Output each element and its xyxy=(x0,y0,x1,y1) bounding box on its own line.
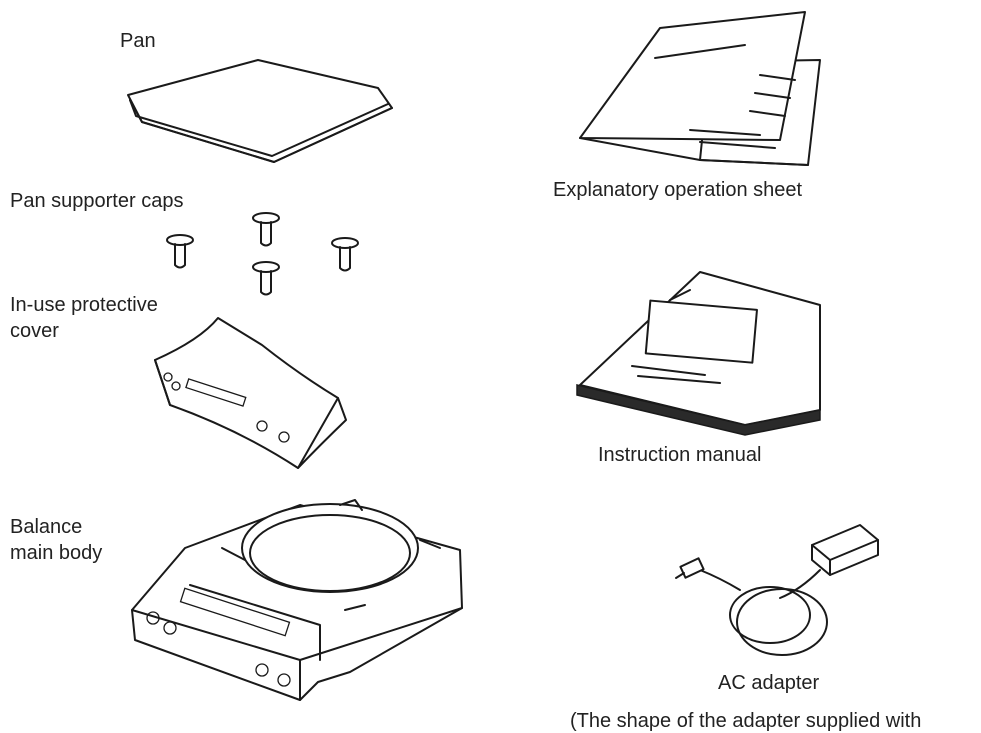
pan-label: Pan xyxy=(120,30,156,52)
operation-sheet-icon xyxy=(579,11,821,166)
protective-cover-label-line2: cover xyxy=(10,320,59,342)
instruction-manual-icon xyxy=(576,271,821,436)
balance-label-line1: Balance xyxy=(10,516,83,538)
instruction-manual-label: Instruction manual xyxy=(598,444,762,466)
cap-icon xyxy=(252,261,280,296)
balance-icon xyxy=(131,499,463,701)
protective-cover-label-line1: In-use protective xyxy=(10,294,158,316)
cap-icon xyxy=(166,234,194,269)
cap-icon xyxy=(252,212,280,247)
pan-supporter-caps-label: Pan supporter caps xyxy=(10,190,184,212)
pan-icon xyxy=(127,59,393,163)
adapter-note: (The shape of the adapter supplied with xyxy=(570,710,922,732)
balance-label-line2: main body xyxy=(10,542,103,564)
ac-adapter-icon xyxy=(675,524,879,656)
cap-icon xyxy=(331,237,359,272)
explanatory-sheet-label: Explanatory operation sheet xyxy=(553,179,803,201)
ac-adapter-label: AC adapter xyxy=(718,672,820,694)
protective-cover-icon xyxy=(154,317,347,469)
